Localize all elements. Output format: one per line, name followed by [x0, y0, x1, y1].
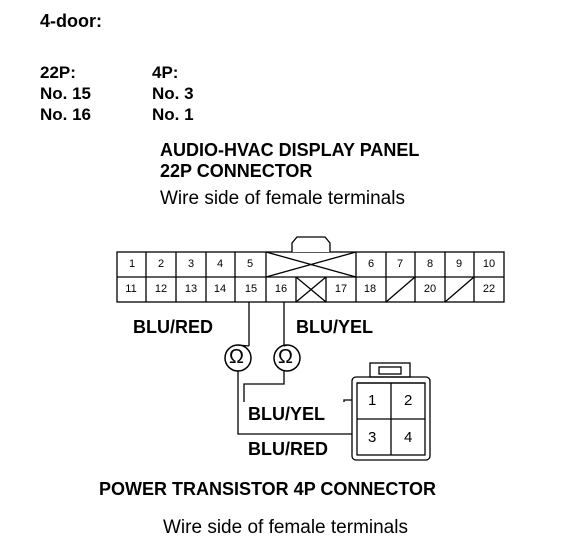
wire-label-right: BLU/YEL	[296, 317, 374, 337]
panel-pin-11: 11	[125, 283, 137, 295]
panel-pin-22: 22	[482, 283, 496, 295]
transistor-pin-4: 4	[404, 429, 413, 446]
panel-connector-subtitle: Wire side of female terminals	[160, 188, 405, 209]
panel-pin-17: 17	[334, 283, 348, 295]
panel-pin-10: 10	[482, 258, 496, 270]
panel-pin-14: 14	[213, 283, 227, 295]
col-4p-header: 4P:	[152, 63, 179, 82]
panel-pin-15: 15	[244, 283, 258, 295]
panel-pin-13: 13	[184, 283, 198, 295]
panel-connector-latch	[291, 236, 331, 252]
transistor-pin-2: 2	[404, 392, 413, 409]
panel-pin-12: 12	[154, 283, 168, 295]
panel-connector-title-1: AUDIO-HVAC DISPLAY PANEL	[160, 140, 420, 160]
wire-label-lower-red: BLU/RED	[248, 439, 328, 459]
wire-label-lower-yel: BLU/YEL	[248, 404, 326, 424]
col-22p-header: 22P:	[40, 63, 76, 82]
wire-label-left: BLU/RED	[133, 317, 213, 337]
transistor-connector-subtitle: Wire side of female terminals	[163, 517, 408, 538]
panel-pin-2: 2	[157, 258, 165, 270]
panel-pin-6: 6	[367, 258, 375, 270]
panel-pin-5: 5	[246, 258, 254, 270]
col-22p-item-2: No. 16	[40, 105, 92, 124]
panel-pin-9: 9	[455, 258, 463, 270]
panel-pin-8: 8	[426, 258, 434, 270]
panel-pin-4: 4	[216, 258, 224, 270]
panel-pin-18: 18	[363, 283, 377, 295]
transistor-pin-3: 3	[368, 429, 377, 446]
transistor-connector-title: POWER TRANSISTOR 4P CONNECTOR	[99, 479, 437, 499]
heading: 4-door:	[40, 11, 102, 31]
transistor-pin-1: 1	[368, 392, 377, 409]
panel-connector-title-2: 22P CONNECTOR	[160, 161, 313, 181]
panel-pin-7: 7	[396, 258, 404, 270]
panel-pin-1: 1	[128, 258, 136, 270]
transistor-connector-latch	[369, 362, 411, 378]
ohm-symbol-right: Ω	[278, 346, 293, 368]
panel-pin-3: 3	[187, 258, 195, 270]
panel-pin-20: 20	[423, 283, 437, 295]
ohm-symbol-left: Ω	[229, 346, 244, 368]
col-4p-item-2: No. 1	[152, 105, 194, 124]
col-4p-item-1: No. 3	[152, 84, 194, 103]
col-22p-item-1: No. 15	[40, 84, 92, 103]
panel-pin-16: 16	[274, 283, 288, 295]
